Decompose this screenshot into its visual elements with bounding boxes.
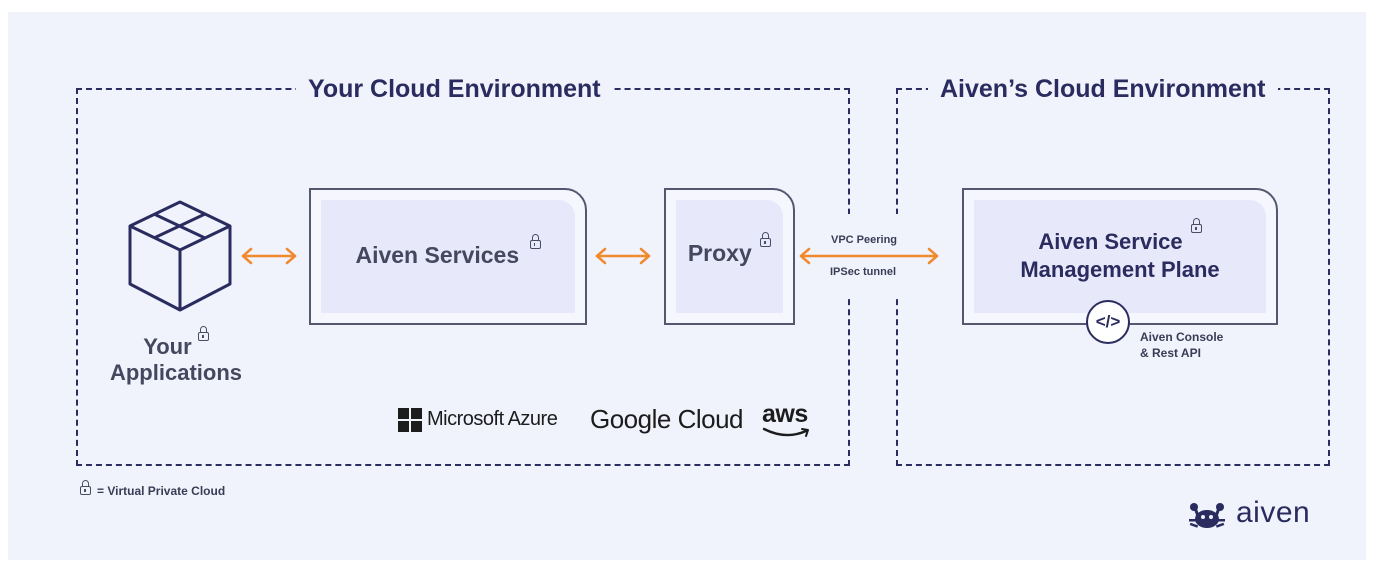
microsoft-azure-logo: Microsoft Azure <box>427 408 558 430</box>
aiven-cloud-environment: Aiven’s Cloud Environment <box>896 74 1330 466</box>
applications-label-line1: Your <box>143 334 192 359</box>
proxy-card: Proxy <box>664 188 795 325</box>
management-plane-line2: Management Plane <box>1020 257 1220 282</box>
legend: = Virtual Private Cloud <box>80 480 226 498</box>
google-cloud-logo: Google Cloud <box>590 404 744 434</box>
aiven-brand-name: aiven <box>1236 496 1311 529</box>
aiven-services-label: Aiven Services <box>311 234 585 269</box>
aiven-services-text: Aiven Services <box>355 242 520 268</box>
management-plane-card-inner <box>974 200 1266 313</box>
peering-arrow-icon <box>799 247 939 265</box>
vpc-peering-label: VPC Peering <box>831 234 898 246</box>
applications-label: Your Applications <box>96 326 256 386</box>
code-icon: </> <box>1086 300 1130 344</box>
microsoft-logo-icon <box>398 408 422 432</box>
console-label-line1: Aiven Console <box>1140 330 1224 344</box>
console-label-line2: & Rest API <box>1140 346 1201 360</box>
ipsec-tunnel-label: IPSec tunnel <box>830 266 897 278</box>
aiven-services-card-inner <box>321 200 575 313</box>
aws-smile-icon <box>762 427 809 437</box>
proxy-text: Proxy <box>687 240 752 266</box>
console-label: Aiven Console & Rest API <box>1140 329 1223 361</box>
box-icon <box>128 200 232 312</box>
code-icon-text: </> <box>1095 312 1121 331</box>
your-cloud-environment: Your Cloud Environment <box>76 74 850 466</box>
your-cloud-environment-title: Your Cloud Environment <box>296 74 613 104</box>
lock-icon <box>197 326 209 341</box>
lock-icon <box>529 234 541 249</box>
proxy-label: Proxy <box>666 232 793 267</box>
management-plane-line1: Aiven Service <box>1038 229 1183 254</box>
crab-icon <box>1189 503 1225 528</box>
lock-icon <box>80 480 91 495</box>
aws-logo: aws <box>762 400 808 428</box>
bidirectional-arrow-icon <box>595 247 651 265</box>
aiven-services-card: Aiven Services <box>309 188 587 325</box>
legend-text: = Virtual Private Cloud <box>97 484 226 498</box>
lock-icon <box>1190 218 1202 233</box>
aiven-cloud-environment-title: Aiven’s Cloud Environment <box>928 74 1278 104</box>
proxy-card-inner <box>676 200 783 313</box>
lock-icon <box>760 232 772 247</box>
applications-label-line2: Applications <box>109 360 242 385</box>
management-plane-label: Aiven Service Management Plane <box>964 218 1276 284</box>
bidirectional-arrow-icon <box>241 247 297 265</box>
